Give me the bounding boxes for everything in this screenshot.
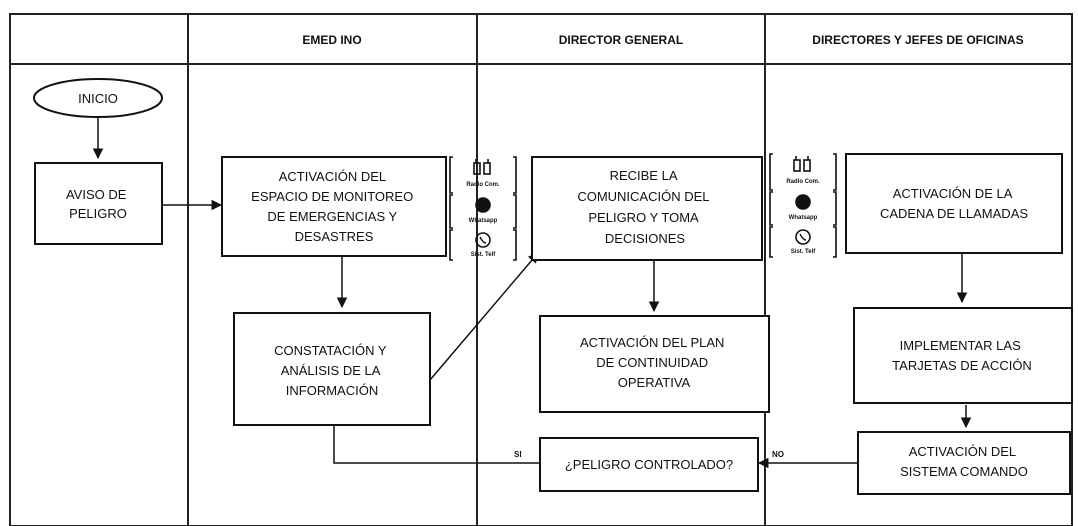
lane-header-director: DIRECTOR GENERAL	[559, 33, 683, 47]
connectors	[92, 117, 972, 469]
swimlane-frame	[9, 13, 1073, 526]
node-inicio-label: INICIO	[78, 91, 118, 106]
node-recibe-label: RECIBE LA COMUNICACIÓN DEL PELIGRO Y TOM…	[577, 168, 712, 246]
node-recibe	[531, 156, 763, 261]
node-plan-label: ACTIVACIÓN DEL PLAN DE CONTINUIDAD OPERA…	[580, 335, 728, 390]
node-shapes	[33, 78, 1073, 495]
edge-label-yes: SI	[514, 450, 522, 459]
node-aviso-label: AVISO DE PELIGRO	[66, 187, 130, 221]
comm-label-telf: Sist. Telf	[471, 252, 497, 258]
comm-label-whatsapp: Whatsapp	[469, 218, 498, 224]
node-activacion-espacio	[221, 156, 447, 257]
node-comando	[857, 431, 1071, 495]
walkie-talkie-icon	[449, 156, 517, 194]
node-cadena-label: ACTIVACIÓN DE LA CADENA DE LLAMADAS	[880, 186, 1028, 221]
comm-label-radio: Radio Com.	[466, 182, 500, 188]
comm-channels-emed-director: Radio Com. Whatsapp Sist. Telf	[449, 156, 517, 261]
phone-icon	[449, 229, 517, 261]
node-comando-label: ACTIVACIÓN DEL SISTEMA COMANDO	[900, 444, 1028, 479]
node-constatacion-label: CONSTATACIÓN Y ANÁLISIS DE LA INFORMACIÓ…	[274, 343, 390, 398]
lane-header-jefes: DIRECTORES Y JEFES DE OFICINAS	[812, 33, 1023, 47]
walkie-talkie-icon	[769, 153, 837, 191]
node-tarjetas-label: IMPLEMENTAR LAS TARJETAS DE ACCIÓN	[892, 338, 1032, 373]
edge-constatacion-recibe	[429, 252, 539, 381]
phone-icon	[769, 226, 837, 258]
node-constatacion	[233, 312, 431, 426]
comm-label-radio: Radio Com.	[786, 179, 820, 185]
node-aviso	[34, 162, 163, 245]
edge-label-no: NO	[772, 450, 784, 459]
node-inicio	[33, 78, 163, 118]
lane-header-emed: EMED INO	[302, 33, 361, 47]
whatsapp-icon	[769, 191, 837, 226]
node-decision	[539, 437, 759, 492]
node-decision-label: ¿PELIGRO CONTROLADO?	[565, 457, 733, 472]
whatsapp-icon	[449, 194, 517, 229]
node-plan	[539, 315, 770, 413]
node-cadena	[845, 153, 1063, 254]
node-tarjetas	[853, 307, 1073, 404]
edge-decision-si	[333, 425, 540, 464]
node-activacion-espacio-label: ACTIVACIÓN DEL ESPACIO DE MONITOREO DE E…	[251, 169, 417, 244]
comm-label-telf: Sist. Telf	[791, 249, 817, 255]
comm-label-whatsapp: Whatsapp	[789, 215, 818, 221]
comm-channels-director-jefes: Radio Com. Whatsapp Sist. Telf	[769, 153, 837, 258]
